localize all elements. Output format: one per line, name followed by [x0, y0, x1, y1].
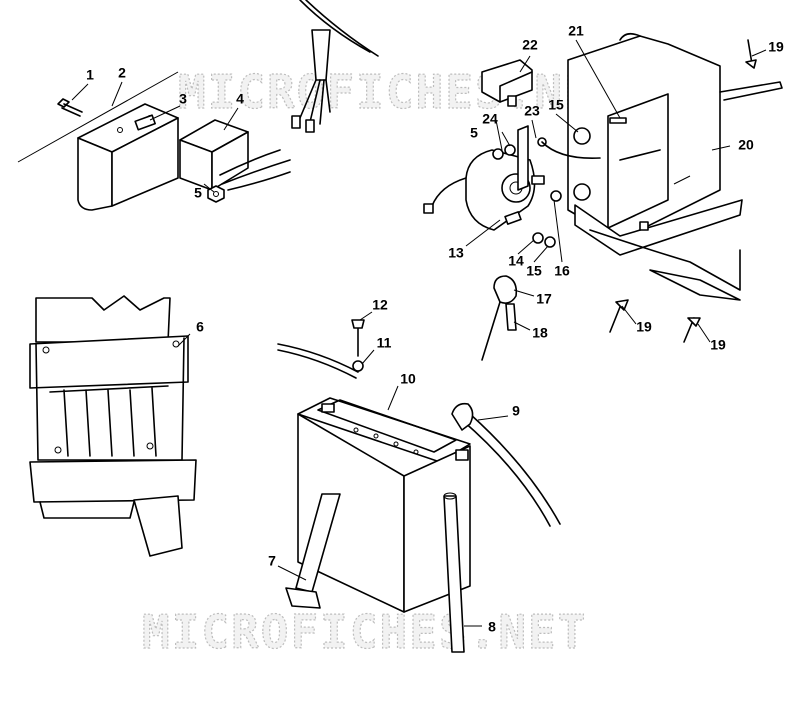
callout-18: 18	[532, 325, 548, 341]
callout-labels: 1 2 3 4 5 22 21 19 23 24 15 5 20 13 14 1…	[86, 23, 784, 635]
fastener-part-19b	[609, 299, 629, 333]
callout-11: 11	[377, 335, 392, 351]
callout-8: 8	[488, 619, 496, 635]
callout-10: 10	[400, 371, 416, 387]
bolt-part-1	[57, 98, 83, 117]
vent-tube-part-8	[443, 492, 465, 653]
battery-part-10	[297, 397, 471, 613]
callout-5b: 5	[470, 125, 478, 141]
watermark-bottom: MICROFICHES.NET	[142, 605, 587, 659]
nut-part-5a	[207, 185, 225, 203]
callout-24: 24	[482, 111, 498, 127]
callout-20: 20	[738, 137, 754, 153]
callout-16: 16	[554, 263, 570, 279]
callout-3: 3	[179, 91, 187, 107]
battery-holder-part-6	[29, 295, 197, 557]
callout-2: 2	[118, 65, 126, 81]
callout-4: 4	[236, 91, 244, 107]
callout-22: 22	[522, 37, 538, 53]
callout-17: 17	[536, 291, 552, 307]
callout-23: 23	[524, 103, 540, 119]
callout-15b: 15	[526, 263, 542, 279]
bracket-part-2	[77, 103, 179, 211]
callout-15a: 15	[548, 97, 564, 113]
callout-7: 7	[268, 553, 276, 569]
fastener-part-19c	[683, 317, 701, 343]
callout-13: 13	[448, 245, 464, 261]
callout-1: 1	[86, 67, 94, 83]
regulator-assembly	[17, 71, 291, 211]
solenoid-part-13	[423, 125, 545, 231]
watermark-top: MICROFICHES.NET	[178, 65, 623, 119]
terminal-cap-part-17	[481, 275, 518, 361]
battery-box-part-20	[567, 32, 783, 301]
callout-12: 12	[372, 297, 388, 313]
callout-6: 6	[196, 319, 204, 335]
callout-19c: 19	[710, 337, 726, 353]
callout-19a: 19	[768, 39, 784, 55]
fastener-part-19a	[745, 39, 757, 69]
callout-21: 21	[568, 23, 584, 39]
callout-5a: 5	[194, 185, 202, 201]
leader-lines	[71, 39, 767, 627]
relay-part-22	[481, 59, 533, 107]
stud-part-3	[134, 114, 156, 131]
callout-9: 9	[512, 403, 520, 419]
strap-part-7	[285, 493, 341, 609]
cable-part-9	[451, 402, 561, 527]
callout-19b: 19	[636, 319, 652, 335]
ground-wire	[277, 319, 365, 379]
regulator-part-4	[179, 119, 291, 191]
harness-top	[291, 0, 379, 133]
callout-14: 14	[508, 253, 524, 269]
